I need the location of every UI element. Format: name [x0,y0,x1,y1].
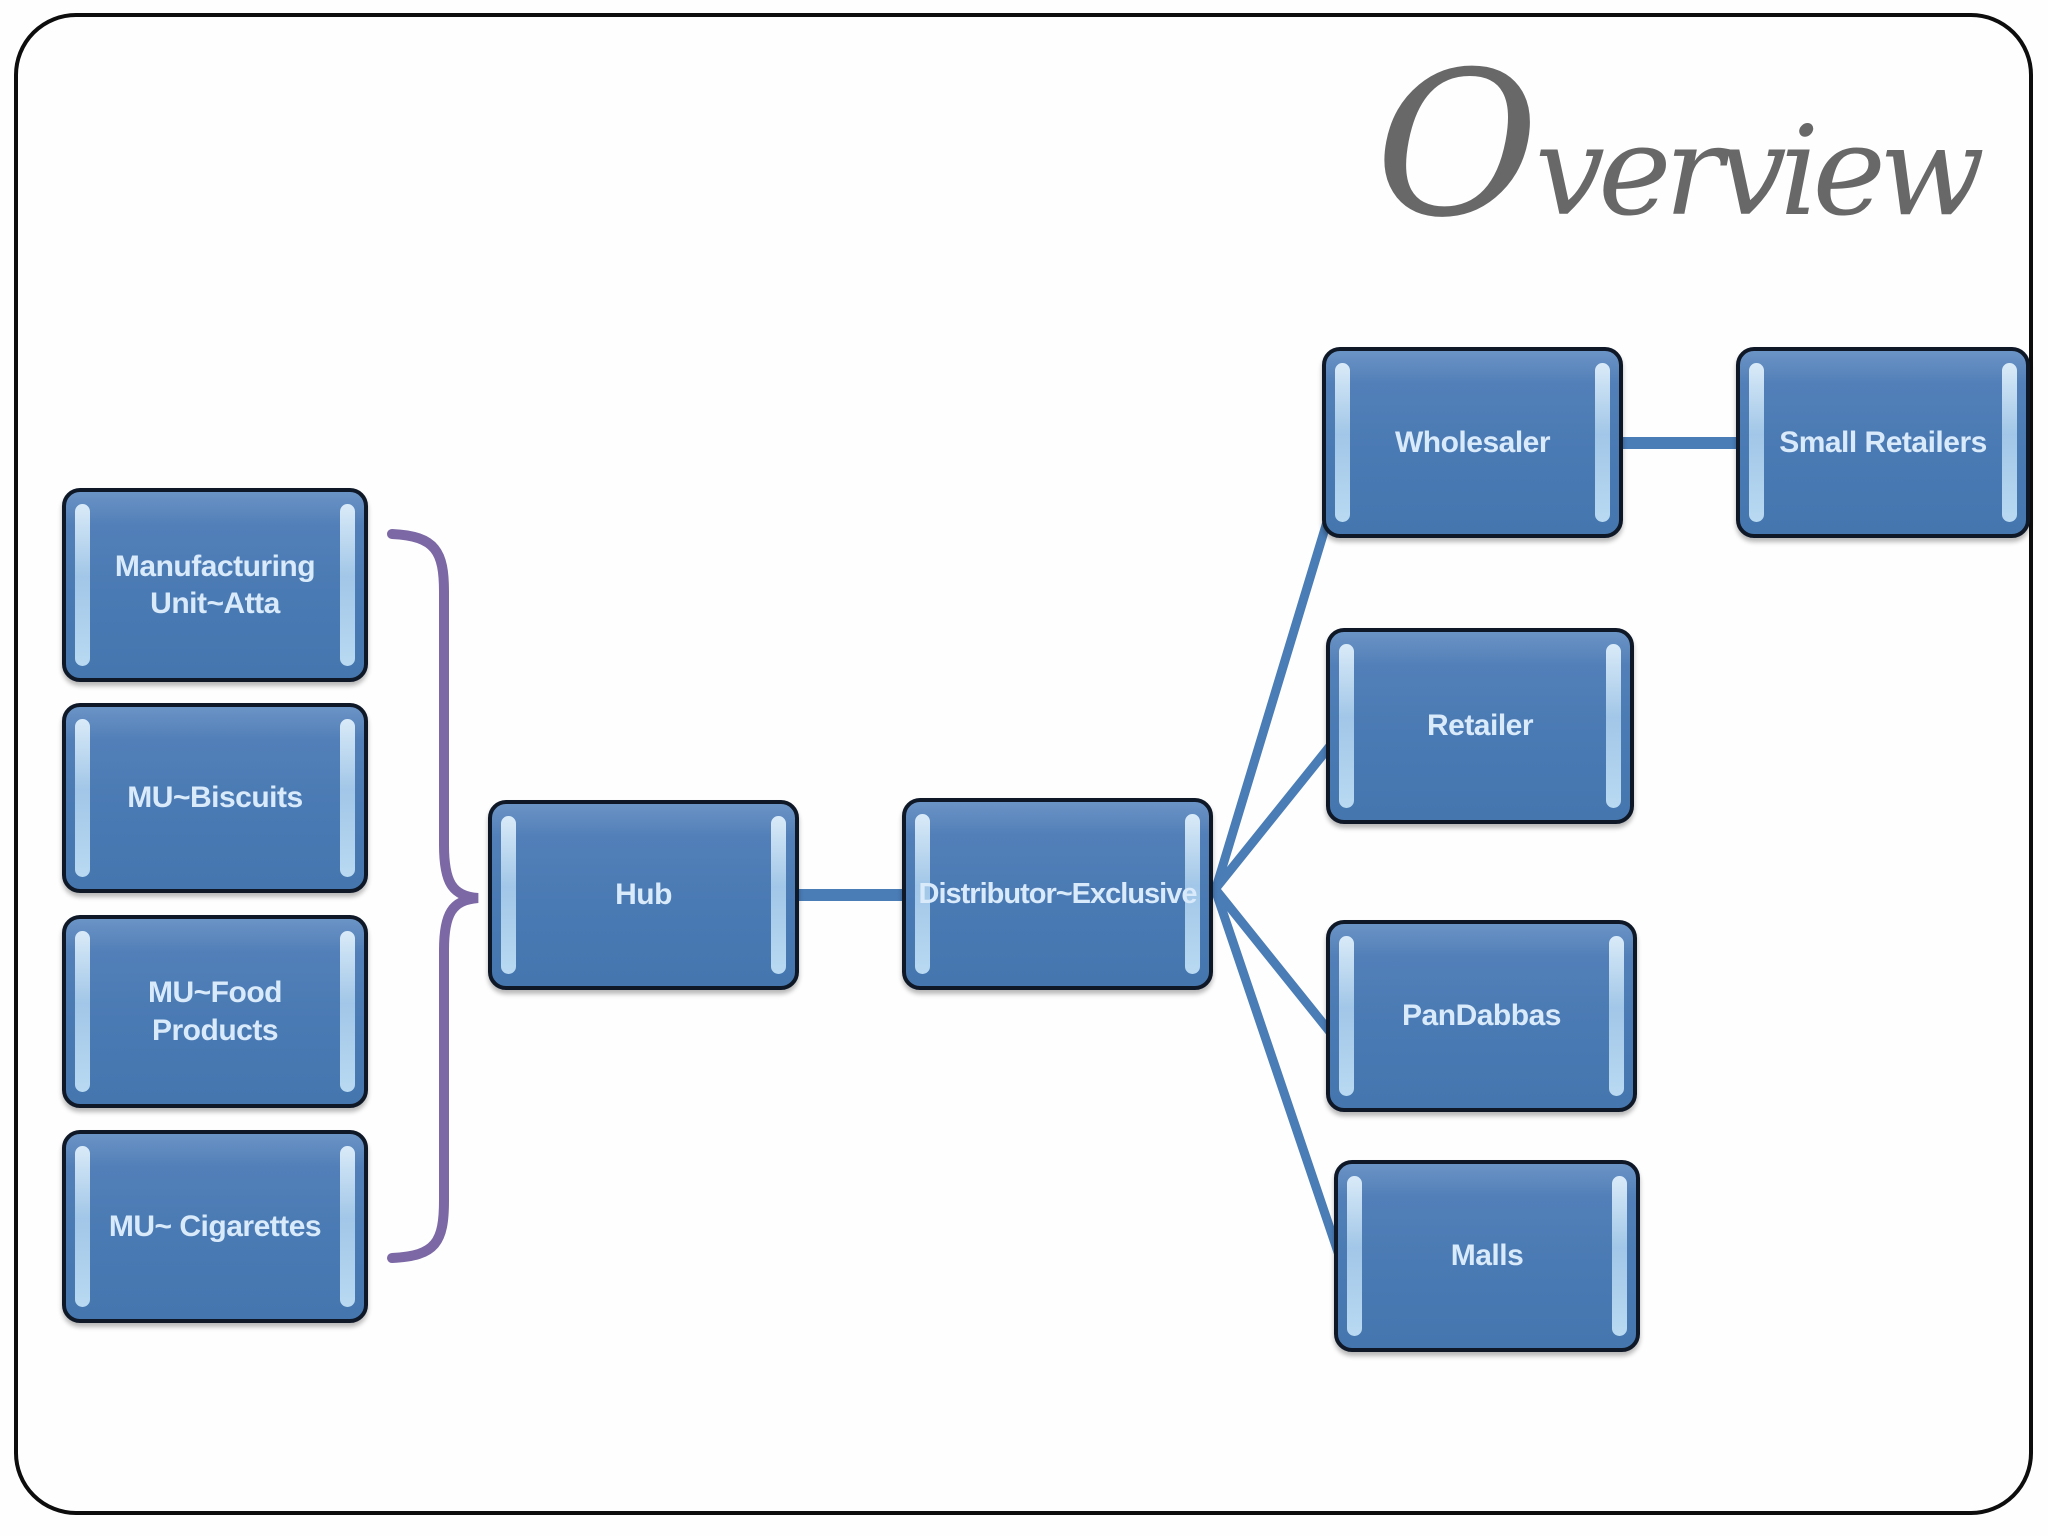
title-script-text: verview [1535,100,1985,244]
slide-border [14,13,2033,1515]
connector-distributor-pandabbas [1211,885,1335,1037]
node-label: Retailer [1426,709,1534,743]
title-initial-letter: O [1375,29,1540,262]
node-label: Small Retailers [1779,425,1987,459]
node-pandabbas: PanDabbas [1326,920,1637,1112]
node-label: Malls [1450,1239,1524,1273]
node-label: MU~Biscuits [127,781,303,815]
node-mu-biscuits: MU~Biscuits [62,703,368,893]
node-mu-food-products: MU~Food Products [62,915,368,1108]
node-malls: Malls [1334,1160,1640,1352]
node-label: Manufacturing Unit~Atta [114,549,316,621]
node-label: MU~ Cigarettes [108,1209,322,1243]
node-retailer: Retailer [1326,628,1634,824]
node-wholesaler: Wholesaler [1322,347,1623,538]
node-label: Wholesaler [1394,425,1551,459]
connector-distributor-retailer [1211,741,1335,893]
node-manufacturing-unit-atta: Manufacturing Unit~Atta [62,488,368,682]
node-hub: Hub [488,800,799,990]
connector-distributor-wholesaler [1211,507,1335,893]
group-brace [387,529,479,1263]
page-title: O verview [1375,29,1985,262]
node-small-retailers: Small Retailers [1736,347,2030,538]
node-label: PanDabbas [1402,999,1561,1033]
node-label: MU~Food Products [148,976,282,1047]
node-distributor-exclusive: Distributor~Exclusive [902,798,1213,990]
connector-distributor-malls [1211,887,1345,1263]
node-mu-cigarettes: MU~ Cigarettes [62,1130,368,1323]
node-label: Hub [615,878,672,912]
node-label: Distributor~Exclusive [918,877,1198,910]
